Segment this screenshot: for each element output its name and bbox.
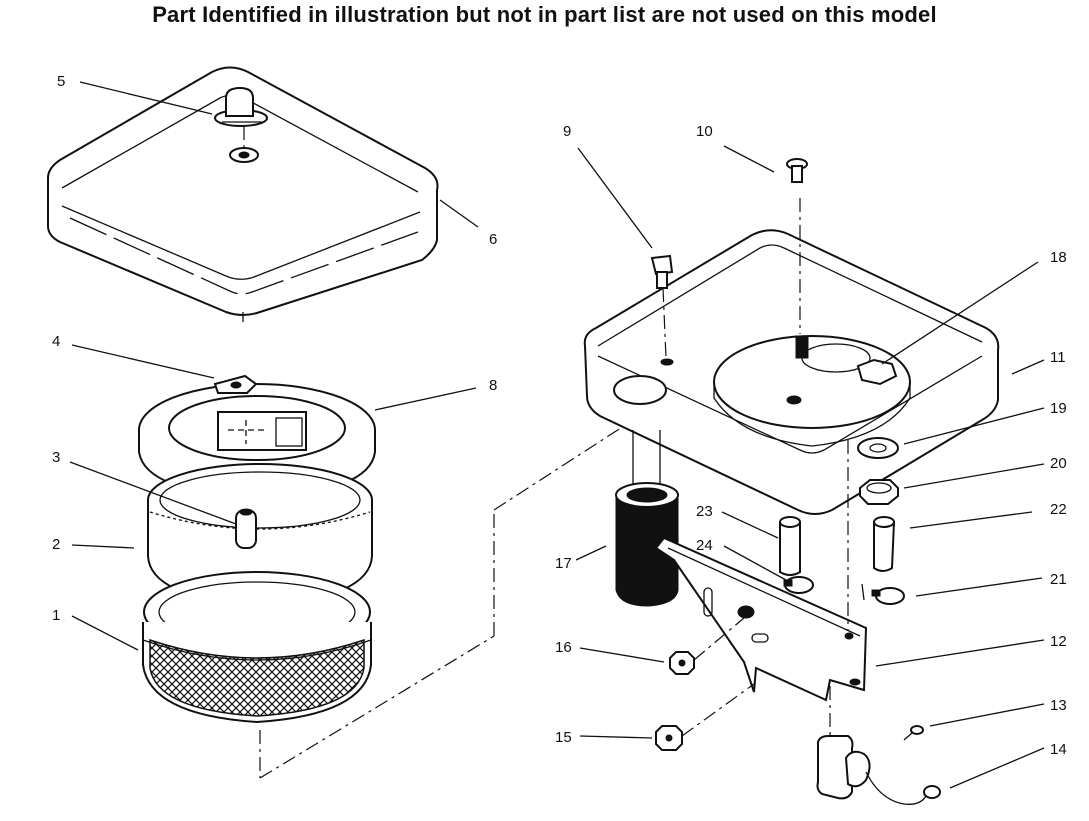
washer-part-19 xyxy=(857,437,899,459)
right-leader-lines xyxy=(575,145,1045,789)
outer-element-part-2 xyxy=(147,463,373,608)
nut-part-15 xyxy=(655,683,755,751)
hose-part-23 xyxy=(779,516,801,576)
callout-14: 14 xyxy=(1050,741,1067,758)
wing-nut-part-5 xyxy=(214,86,268,163)
tube-part-17 xyxy=(615,430,679,607)
clamp-part-21 xyxy=(871,587,905,605)
callout-8: 8 xyxy=(489,377,497,394)
hose-part-22 xyxy=(873,516,896,572)
callout-1: 1 xyxy=(52,607,60,624)
diagram-note: Part Identified in illustration but not … xyxy=(152,2,937,27)
callout-18: 18 xyxy=(1050,249,1067,266)
clamp-part-24 xyxy=(783,576,814,594)
cap-part-14 xyxy=(816,686,941,805)
callout-labels: 5 6 4 8 3 2 1 9 10 18 11 19 20 22 21 12 … xyxy=(52,73,1067,758)
nut-part-20 xyxy=(859,479,899,505)
nut-part-16 xyxy=(669,617,745,675)
callout-22: 22 xyxy=(1050,501,1067,518)
callout-11: 11 xyxy=(1050,349,1066,366)
callout-20: 20 xyxy=(1050,455,1067,472)
inner-element-part-1 xyxy=(142,571,372,724)
callout-16: 16 xyxy=(555,639,572,656)
callout-6: 6 xyxy=(489,231,497,248)
callout-5: 5 xyxy=(57,73,65,90)
callout-10: 10 xyxy=(696,123,713,140)
callout-19: 19 xyxy=(1050,400,1067,417)
callout-23: 23 xyxy=(696,503,713,520)
bracket-part-12 xyxy=(654,440,868,702)
callout-15: 15 xyxy=(555,729,572,746)
screw-part-13 xyxy=(903,725,924,741)
bolt-part-10 xyxy=(786,158,808,183)
callout-3: 3 xyxy=(52,449,60,466)
callout-24: 24 xyxy=(696,537,713,554)
callout-9: 9 xyxy=(563,123,571,140)
callout-2: 2 xyxy=(52,536,60,553)
bolt-part-9 xyxy=(650,254,674,289)
callout-17: 17 xyxy=(555,555,572,572)
callout-12: 12 xyxy=(1050,633,1067,650)
callout-4: 4 xyxy=(52,333,60,350)
base-part-11 xyxy=(583,198,1000,515)
callout-21: 21 xyxy=(1050,571,1067,588)
callout-13: 13 xyxy=(1050,697,1067,714)
